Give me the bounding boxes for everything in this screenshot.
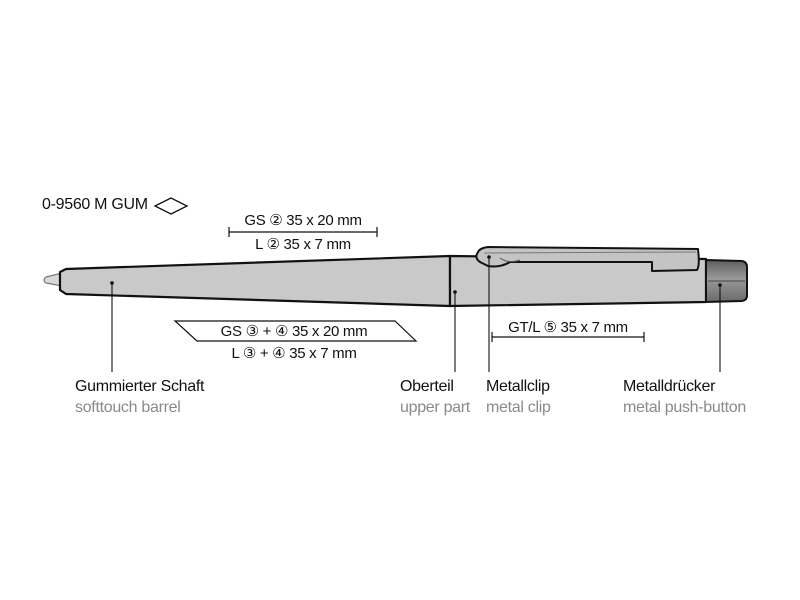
part-label-en: upper part [400,399,470,416]
part-label-de: Oberteil [400,378,454,395]
part-label-de: Metallclip [486,378,550,395]
print-area-upper-top: GS ② 35 x 20 mm [244,212,362,229]
leader-lines [111,257,721,372]
part-label-de: Gummierter Schaft [75,378,205,395]
part-label-en: metal push-button [623,399,746,416]
part-label-de: Metalldrücker [623,378,716,395]
print-area-clip: GT/L ⑤ 35 x 7 mm [508,319,628,336]
print-area-bracket-clip [491,332,645,342]
part-label-en: metal clip [486,399,551,416]
diamond-outline-icon [153,197,189,215]
print-area-upper-bottom: L ② 35 x 7 mm [255,236,351,253]
part-label-metal-clip: Metallclip metal clip [486,376,551,418]
part-label-upper-part: Oberteil upper part [400,376,470,418]
print-area-barrel-top: GS ③ + ④ 35 x 20 mm [220,323,368,340]
part-label-barrel: Gummierter Schaft softtouch barrel [75,376,204,418]
pen-barrel [58,254,452,308]
print-area-bracket-upper [228,227,378,237]
model-code: 0-9560 M GUM [42,196,148,213]
pen-tip [43,272,63,287]
part-label-en: softtouch barrel [75,399,181,416]
part-label-push-button: Metalldrücker metal push-button [623,376,746,418]
print-area-barrel-bottom: L ③ + ④ 35 x 7 mm [231,345,357,362]
print-area-shape-barrel [173,320,418,342]
